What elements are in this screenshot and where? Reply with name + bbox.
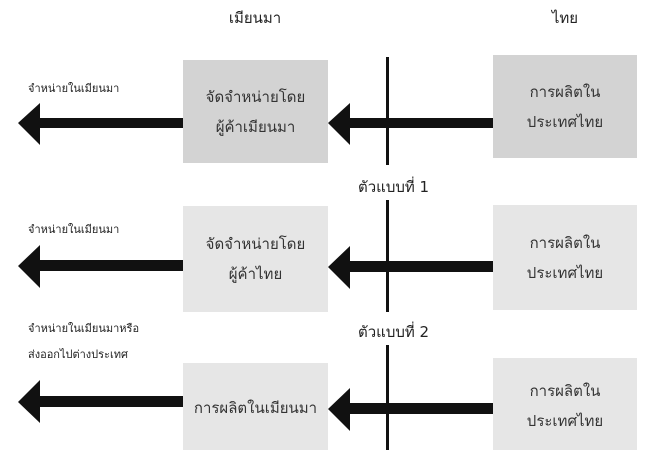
outcome-label-1: จำหน่ายในเมียนมา [28,82,120,95]
border-line-2 [386,200,389,312]
arrow-flow-2 [328,246,493,289]
thai-box-2: การผลิตใน ประเทศไทย [493,205,637,310]
model-label-1: ตัวแบบที่ 1 [358,178,430,196]
header-thailand: ไทย [551,9,579,27]
myanmar-box-2: จัดจำหน่ายโดย ผู้ค้าไทย [183,206,328,312]
model-label-2: ตัวแบบที่ 2 [358,323,430,341]
border-line-3 [386,345,389,450]
header-myanmar: เมียนมา [228,9,282,27]
arrow-outcome-2 [18,245,183,288]
myanmar-box-1: จัดจำหน่ายโดย ผู้ค้าเมียนมา [183,60,328,163]
border-line-1 [386,57,389,165]
arrow-outcome-1 [18,103,183,145]
arrow-flow-1 [328,103,493,145]
thai-box-3: การผลิตใน ประเทศไทย [493,358,637,450]
arrow-flow-3 [328,388,493,431]
arrow-outcome-3 [18,380,183,423]
outcome-label-3a: จำหน่ายในเมียนมาหรือ [28,322,140,335]
outcome-label-2: จำหน่ายในเมียนมา [28,223,120,236]
outcome-label-3b: ส่งออกไปต่างประเทศ [28,348,128,361]
myanmar-box-3: การผลิตในเมียนมา [183,363,328,450]
thai-box-1: การผลิตใน ประเทศไทย [493,55,637,158]
